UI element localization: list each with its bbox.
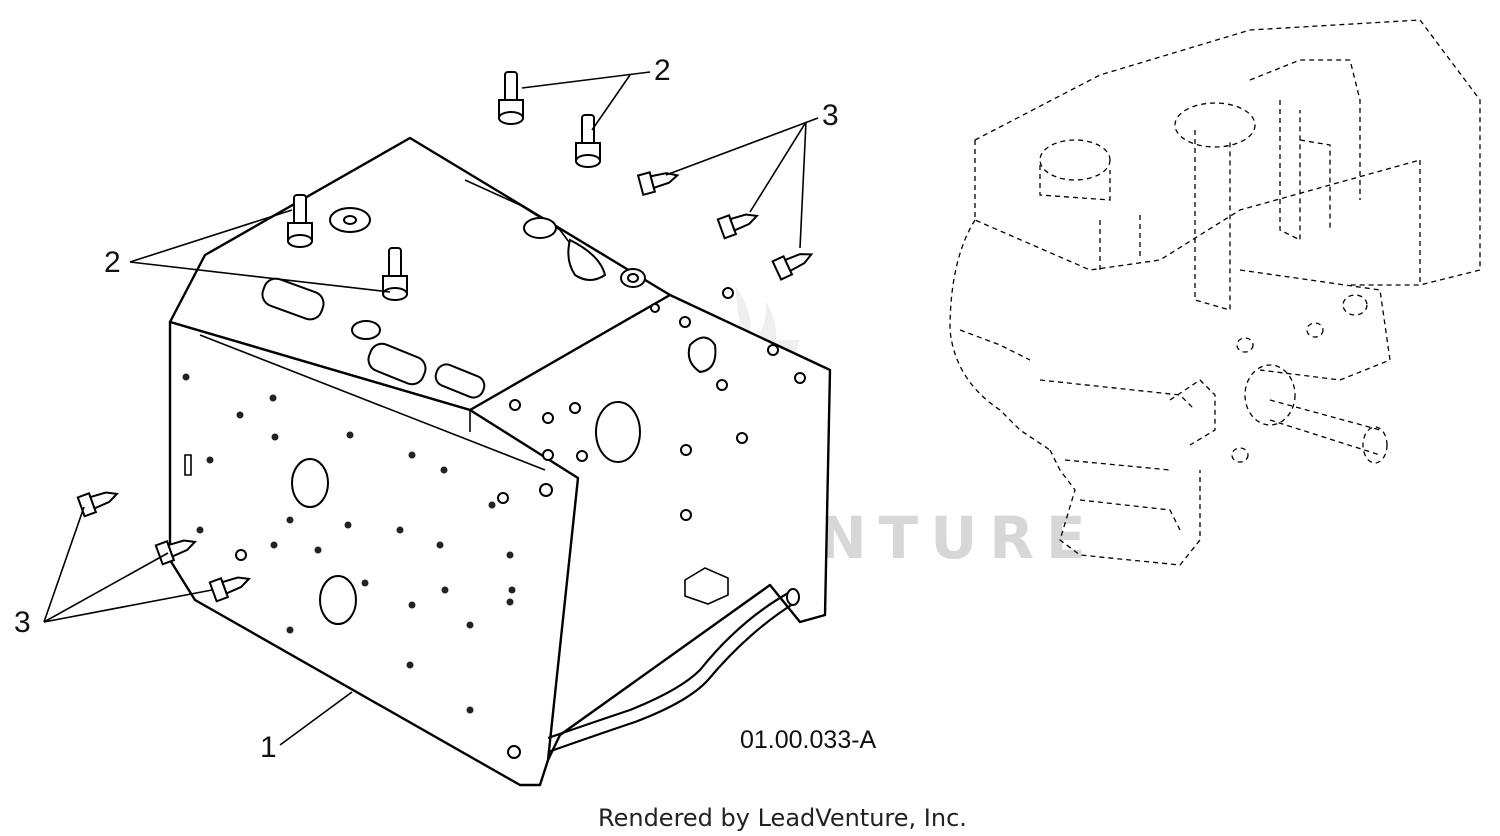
callout-3-top: 3 (822, 99, 839, 132)
figure-id: 01.00.033-A (740, 726, 877, 754)
callout-3-left: 3 (14, 606, 31, 639)
callout-1: 1 (260, 731, 277, 764)
leader-lines (43, 71, 819, 746)
bolt-part-2 (287, 71, 601, 301)
callout-2-top: 2 (654, 54, 671, 87)
screw-part-3 (76, 171, 814, 603)
callout-2-left: 2 (104, 246, 121, 279)
footer-credit: Rendered by LeadVenture, Inc. (598, 804, 967, 832)
engine-phantom-outline (949, 19, 1481, 566)
